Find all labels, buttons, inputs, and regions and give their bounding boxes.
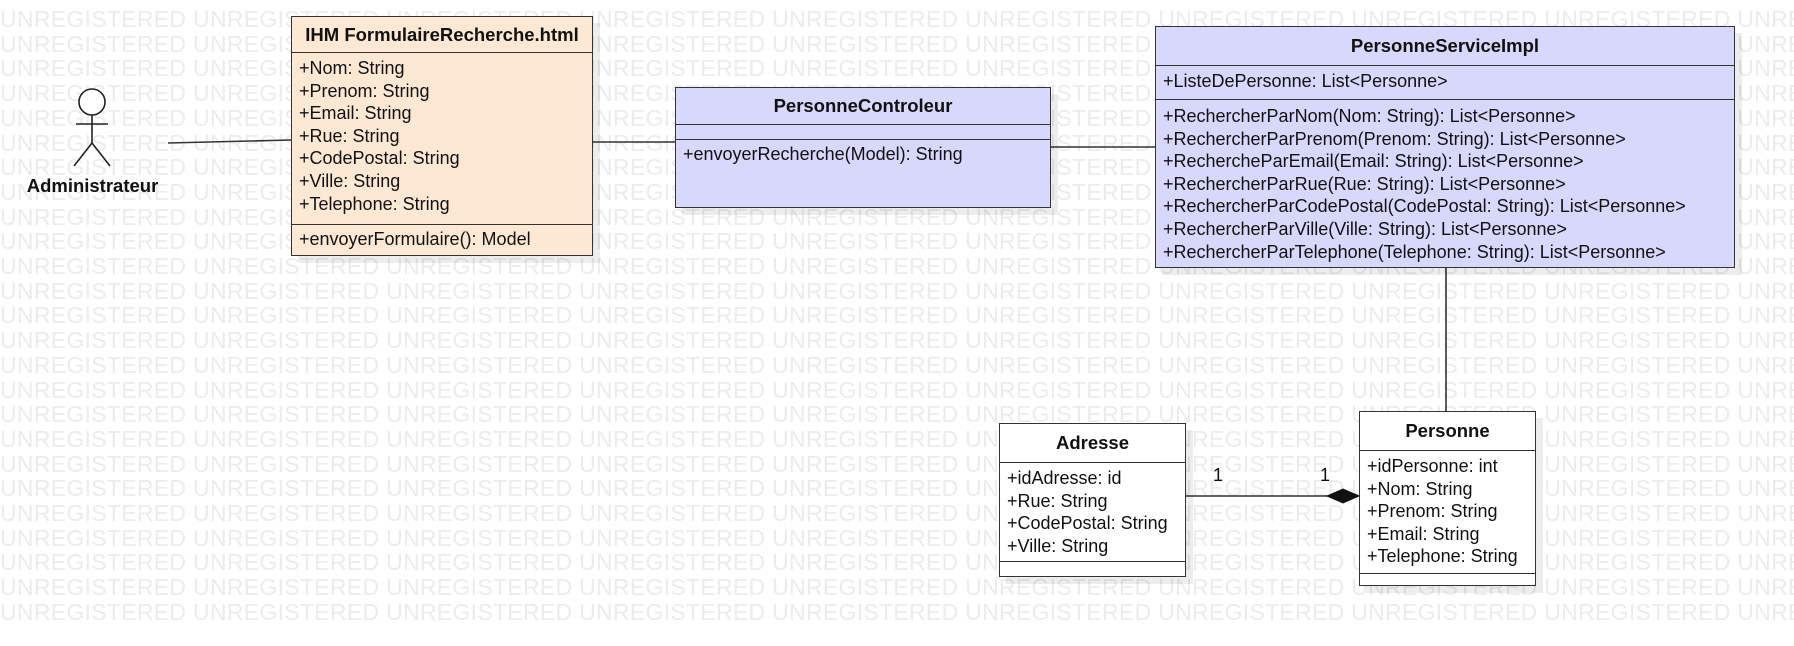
operation: +RechercherParCodePostal(CodePostal: Str… xyxy=(1163,196,1686,217)
attribute: +Ville: String xyxy=(1007,535,1109,556)
operation: +envoyerRecherche(Model): String xyxy=(683,144,963,164)
attribute: +Nom: String xyxy=(299,58,405,78)
operation: +RechercherParNom(Nom: String): List<Per… xyxy=(1163,106,1576,126)
attribute: +CodePostal: String xyxy=(1007,513,1168,534)
class-title: IHM FormulaireRecherche.html xyxy=(292,17,592,53)
operation: +RechercheParEmail(Email: String): List<… xyxy=(1163,151,1584,172)
attribute: +Telephone: String xyxy=(1367,546,1518,567)
operation: +RechercherParRue(Rue: String): List<Per… xyxy=(1163,173,1566,194)
attribute: +CodePostal: String xyxy=(299,148,460,169)
attribute: +Ville: String xyxy=(299,170,401,191)
operations-section: +envoyerRecherche(Model): String xyxy=(676,140,1050,168)
class-personne-controleur[interactable]: PersonneControleur +envoyerRecherche(Mod… xyxy=(675,87,1051,208)
multiplicity-personne: 1 xyxy=(1320,465,1331,485)
attributes-section xyxy=(676,125,1050,140)
class-title: PersonneControleur xyxy=(676,88,1050,125)
class-title: PersonneServiceImpl xyxy=(1156,27,1734,66)
class-title: Adresse xyxy=(1000,424,1185,463)
attributes-section: +Nom: String +Prenom: String +Email: Str… xyxy=(292,53,592,225)
actor-label: Administrateur xyxy=(26,175,159,196)
operation: +RechercherParVille(Ville: String): List… xyxy=(1163,218,1568,239)
multiplicity-adresse: 1 xyxy=(1213,465,1224,485)
class-ihm-formulaire[interactable]: IHM FormulaireRecherche.html +Nom: Strin… xyxy=(291,16,593,256)
operation: +RechercherParPrenom(Prenom: String): Li… xyxy=(1163,128,1626,149)
link-actor-ihm xyxy=(167,139,292,144)
operations-section: +RechercherParNom(Nom: String): List<Per… xyxy=(1156,100,1734,265)
attribute: +idAdresse: id xyxy=(1007,468,1122,488)
composition-diamond xyxy=(1325,488,1361,504)
class-title: Personne xyxy=(1360,412,1535,451)
operation: +envoyerFormulaire(): Model xyxy=(299,229,531,249)
class-personne[interactable]: Personne +idPersonne: int +Nom: String +… xyxy=(1359,411,1536,586)
attribute: +idPersonne: int xyxy=(1367,456,1498,476)
attribute: +Telephone: String xyxy=(299,193,450,214)
attribute: +Email: String xyxy=(1367,523,1480,544)
attribute: +Rue: String xyxy=(1007,490,1108,511)
operation: +RechercherParTelephone(Telephone: Strin… xyxy=(1163,241,1666,262)
attribute: +Email: String xyxy=(299,103,412,124)
attributes-section: +idAdresse: id +Rue: String +CodePostal:… xyxy=(1000,463,1185,562)
attribute: +Prenom: String xyxy=(1367,501,1498,522)
attribute: +ListeDePersonne: List<Personne> xyxy=(1163,71,1448,91)
class-personne-service-impl[interactable]: PersonneServiceImpl +ListeDePersonne: Li… xyxy=(1155,26,1735,268)
actor-head xyxy=(78,88,106,116)
actor-figure xyxy=(73,88,111,167)
class-adresse[interactable]: Adresse +idAdresse: id +Rue: String +Cod… xyxy=(999,423,1186,577)
attributes-section: +ListeDePersonne: List<Personne> xyxy=(1156,66,1734,100)
attribute: +Prenom: String xyxy=(299,80,430,101)
attribute: +Nom: String xyxy=(1367,478,1473,499)
operations-section: +envoyerFormulaire(): Model xyxy=(292,225,592,255)
attributes-section: +idPersonne: int +Nom: String +Prenom: S… xyxy=(1360,451,1535,574)
attribute: +Rue: String xyxy=(299,125,400,146)
